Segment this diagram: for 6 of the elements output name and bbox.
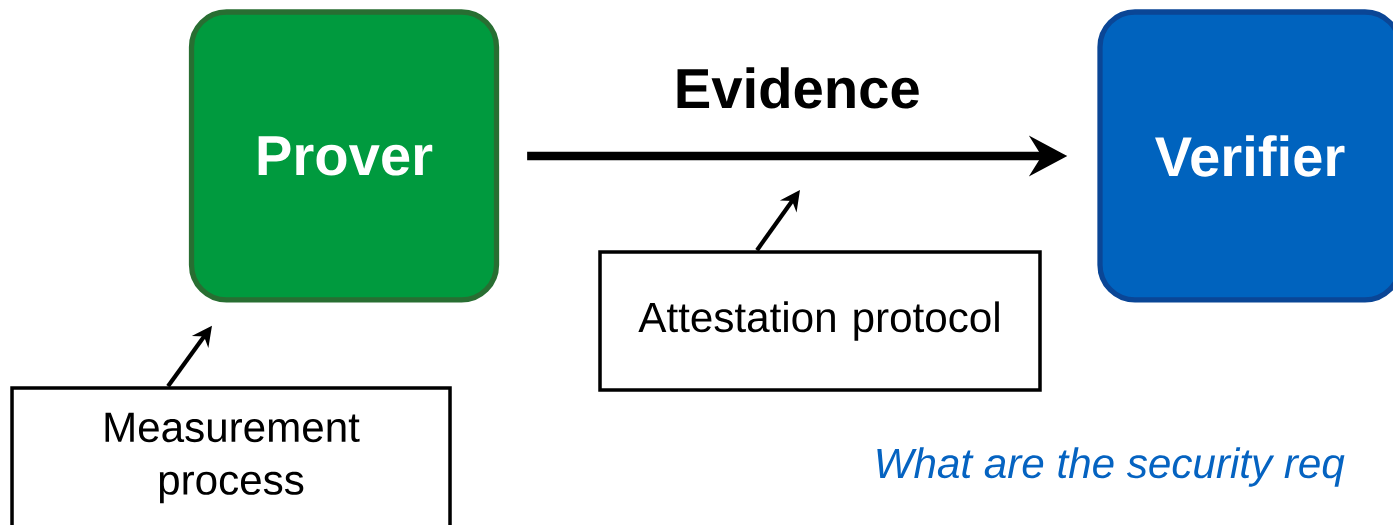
callout-box: Attestation protocol: [598, 250, 1042, 392]
callout-box: Measurement process: [10, 386, 452, 525]
note-text: What are the security req: [877, 447, 1345, 487]
process-box: Prover: [188, 9, 500, 303]
process-box: Verifier: [1097, 9, 1393, 303]
edge-label: Evidence: [677, 67, 919, 109]
